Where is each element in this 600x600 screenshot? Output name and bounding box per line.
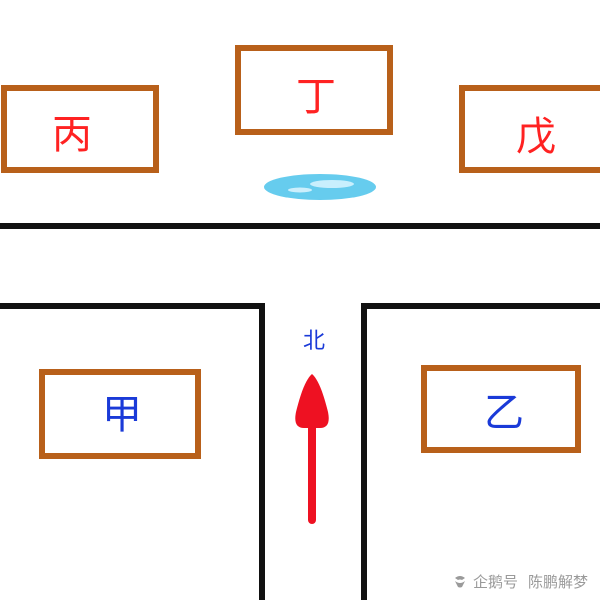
water-pond [264, 174, 376, 200]
road-right-corner [361, 303, 600, 600]
penguin-logo-icon [454, 575, 465, 587]
house-jia-label: 甲 [102, 392, 142, 438]
watermark-platform: 企鹅号 [472, 573, 518, 591]
watermark: 企鹅号 陈鹏解梦 [453, 571, 588, 592]
north-label: 北 [303, 329, 325, 354]
house-ding-label: 丁 [296, 74, 336, 120]
water-pond-highlight [288, 187, 312, 193]
house-yi: 乙 [421, 365, 581, 453]
house-yi-frame [421, 365, 581, 453]
house-wu-frame [459, 85, 600, 173]
house-jia: 甲 [39, 369, 201, 459]
water-pond-highlight [310, 180, 354, 188]
house-wu-label: 戊 [516, 114, 556, 160]
road-left-corner [0, 303, 265, 600]
north-arrow-head [295, 374, 329, 428]
watermark-author: 陈鹏解梦 [527, 573, 588, 591]
house-ding-frame [235, 45, 393, 135]
north-arrow-icon [295, 374, 329, 524]
house-ding: 丁 [235, 45, 393, 135]
house-yi-label: 乙 [484, 390, 524, 436]
house-jia-frame [39, 369, 201, 459]
house-bing-frame [1, 85, 159, 173]
house-bing-label: 丙 [52, 112, 92, 158]
house-wu: 戊 [459, 85, 600, 173]
house-bing: 丙 [1, 85, 159, 173]
